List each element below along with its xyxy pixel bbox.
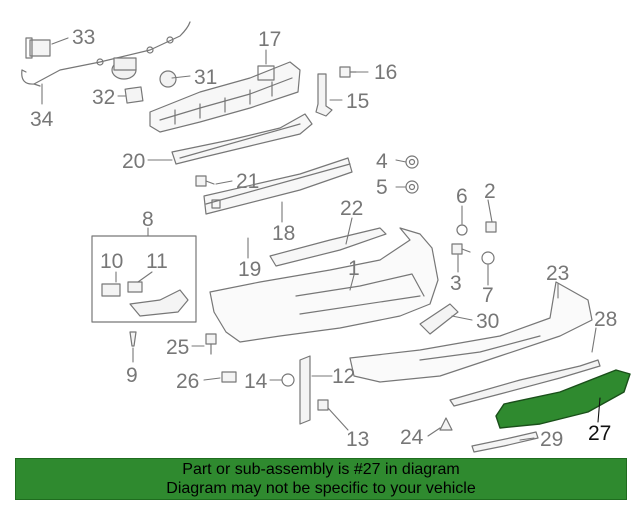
callout-16[interactable]: 16: [374, 61, 397, 84]
part-3-bolt: [451, 243, 471, 255]
callout-19[interactable]: 19: [238, 258, 261, 281]
callout-11[interactable]: 11: [146, 250, 168, 273]
callout-5[interactable]: 5: [376, 176, 388, 199]
part-25-screw: [205, 333, 217, 355]
callout-14[interactable]: 14: [244, 370, 268, 393]
part-31-parking-sensor: [111, 57, 177, 88]
callout-27[interactable]: 27: [588, 422, 611, 445]
leader-lines: [41, 37, 601, 441]
part-15-bracket: [315, 73, 333, 117]
callout-6[interactable]: 6: [456, 185, 468, 208]
part-21-bolt: [195, 175, 215, 187]
callout-22[interactable]: 22: [340, 197, 363, 220]
part-26-clip: [221, 371, 237, 383]
part-28-trim: [449, 359, 601, 407]
callout-1[interactable]: 1: [348, 257, 360, 280]
part-4-nut: [405, 155, 419, 169]
callout-29[interactable]: 29: [540, 428, 563, 451]
callout-20[interactable]: 20: [122, 150, 145, 173]
callout-12[interactable]: 12: [332, 365, 355, 388]
callout-13[interactable]: 13: [346, 428, 369, 451]
part-17-energy-absorber: [149, 61, 301, 133]
part-32-sensor-pad: [124, 86, 144, 104]
callout-3[interactable]: 3: [450, 272, 462, 295]
part-12-bracket: [299, 355, 311, 425]
callout-8[interactable]: 8: [142, 208, 154, 231]
callout-26[interactable]: 26: [176, 370, 199, 393]
part-info-banner: Part or sub-assembly is #27 in diagram D…: [15, 458, 627, 500]
part-18-impact-bar: [203, 157, 353, 215]
banner-part-line: Part or sub-assembly is #27 in diagram: [182, 461, 460, 478]
callout-9[interactable]: 9: [126, 364, 138, 387]
part-6-nut: [456, 224, 468, 236]
callout-18[interactable]: 18: [272, 222, 295, 245]
callout-17[interactable]: 17: [258, 28, 281, 51]
callout-25[interactable]: 25: [166, 336, 189, 359]
part-20-reinforcement: [171, 113, 313, 165]
part-29-lower-trim: [471, 431, 539, 453]
callout-33[interactable]: 33: [72, 26, 95, 49]
part-13-bolt: [317, 399, 329, 411]
part-8-bracket-group-box: [91, 235, 197, 323]
part-2-screw: [485, 221, 497, 233]
callout-31[interactable]: 31: [194, 66, 217, 89]
part-9-pin: [129, 331, 137, 347]
callout-28[interactable]: 28: [594, 308, 617, 331]
callout-23[interactable]: 23: [546, 262, 569, 285]
callout-34[interactable]: 34: [30, 108, 54, 131]
part-24-retainer: [439, 417, 453, 431]
part-30-reflector: [419, 303, 459, 335]
part-16-bolt: [339, 66, 357, 78]
part-23-lower-fascia: [349, 281, 593, 383]
callout-30[interactable]: 30: [476, 310, 499, 333]
part-34-wiring-harness: [21, 21, 191, 87]
part-5-nut: [405, 180, 419, 194]
part-14-nut: [281, 373, 295, 387]
callout-2[interactable]: 2: [484, 180, 496, 203]
part-1-bumper-cover: [209, 227, 439, 343]
callout-24[interactable]: 24: [400, 426, 424, 449]
part-27-lower-valance[interactable]: [495, 369, 631, 429]
callout-4[interactable]: 4: [376, 150, 388, 173]
part-7-clip: [481, 251, 495, 265]
callout-labels: 1 2 3 4 5 6 7 8 9 10 11 12 13 14 15 16 1…: [30, 26, 617, 451]
banner-disclaimer-line: Diagram may not be specific to your vehi…: [166, 480, 476, 497]
callout-21[interactable]: 21: [236, 170, 259, 193]
part-22-upper-trim: [269, 227, 387, 267]
callout-15[interactable]: 15: [346, 90, 369, 113]
part-33-sensor-connector: [25, 37, 51, 59]
callout-10[interactable]: 10: [100, 250, 123, 273]
callout-32[interactable]: 32: [92, 86, 115, 109]
callout-7[interactable]: 7: [482, 284, 494, 307]
